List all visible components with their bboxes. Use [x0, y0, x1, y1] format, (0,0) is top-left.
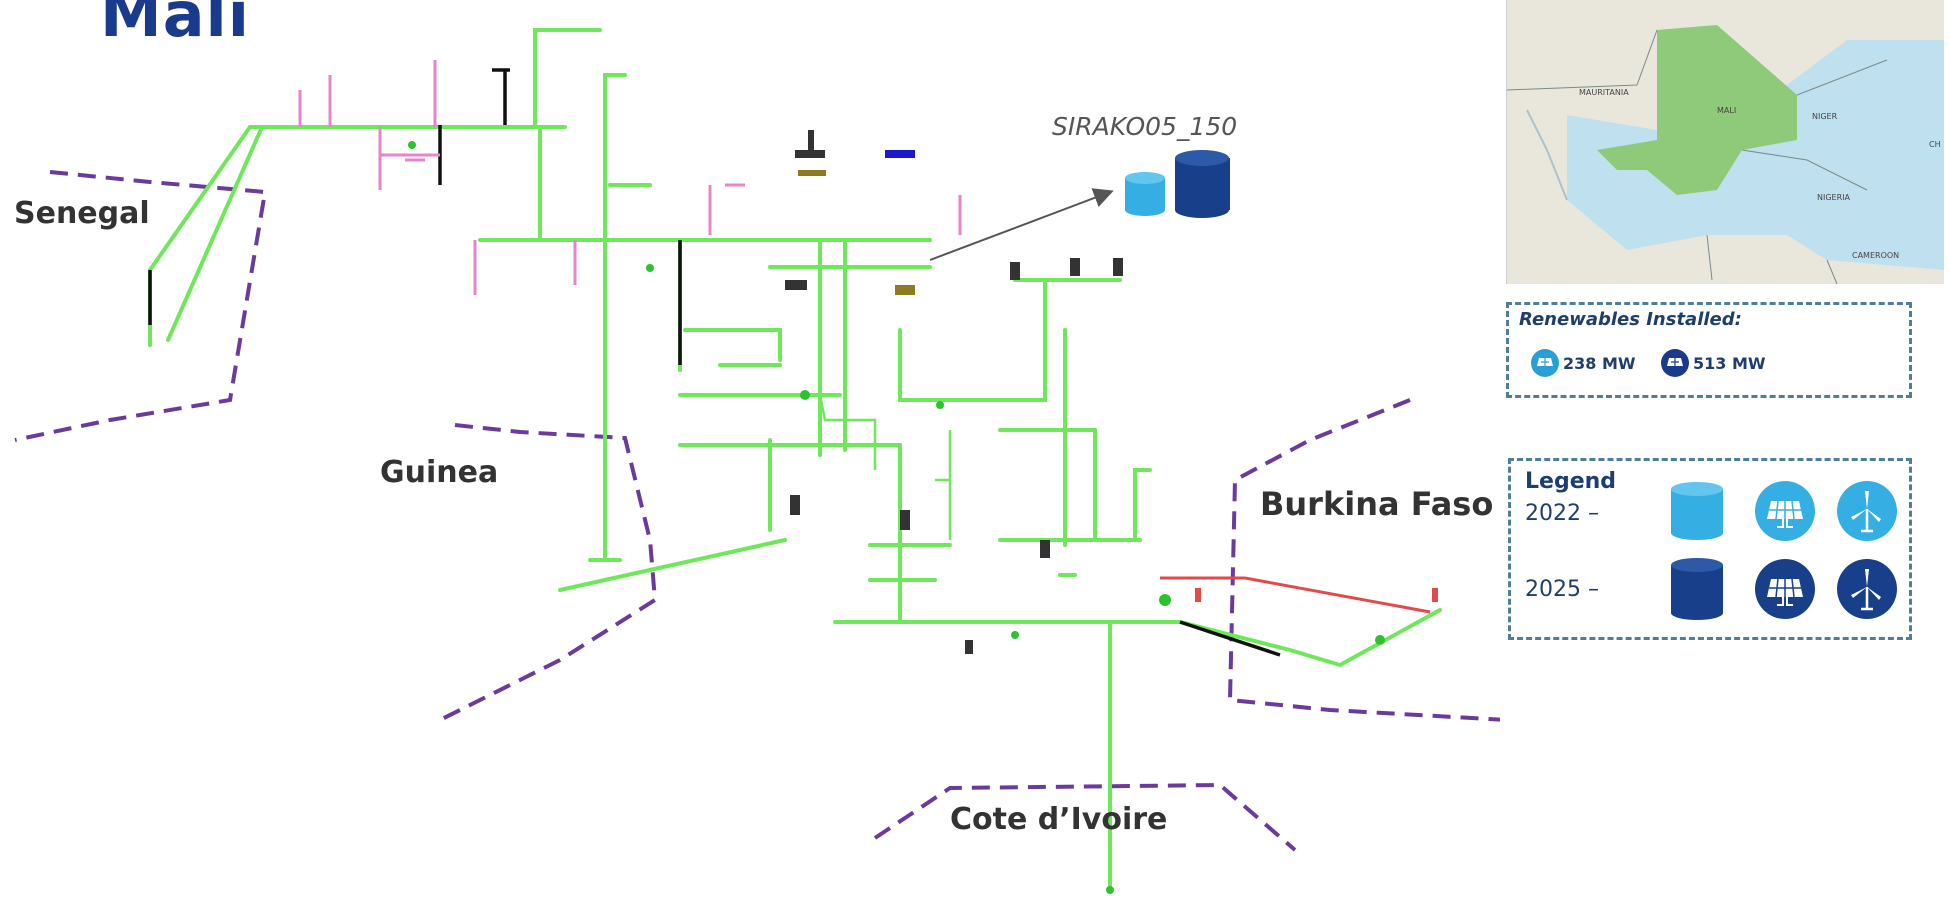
pink-generators	[298, 60, 962, 295]
map-coast	[1526, 109, 1568, 201]
sirako-storage-icons	[1125, 150, 1230, 218]
line-east	[898, 278, 1047, 402]
guinea-label: Guinea	[380, 455, 499, 490]
solar-panel-icon	[1755, 559, 1815, 619]
line-black-burkina	[1179, 620, 1281, 657]
bus-kodialani	[683, 328, 782, 362]
renewables-value-2022: 238 MW	[1563, 353, 1636, 373]
senegal-label: Senegal	[14, 196, 150, 231]
renewables-box: Renewables Installed: 238 MW 513 MW	[1506, 302, 1912, 398]
line-koutiala	[1133, 468, 1152, 542]
line-northwest	[533, 28, 602, 129]
region-west-africa	[1567, 40, 1944, 270]
storage-icon	[1175, 150, 1230, 218]
country-borders	[14, 170, 1500, 852]
storage-icon	[1125, 172, 1165, 216]
sirako-callout-label: SIRAKO05_150	[1052, 112, 1238, 141]
map-label-chad: CH	[1929, 140, 1941, 149]
page-title: Mali	[100, 0, 251, 51]
map-label-nigeria: NIGERIA	[1817, 193, 1850, 202]
generator-icons	[785, 130, 1123, 654]
map-label-mauritania: MAURITANIA	[1579, 88, 1629, 97]
line-red	[1244, 576, 1431, 614]
cote-divoire-label: Cote d’Ivoire	[950, 802, 1168, 837]
senegal-border	[14, 170, 268, 442]
legend-year-2022: 2022 –	[1525, 501, 1599, 526]
guinea-border	[439, 423, 658, 722]
solar-panel-icon	[1755, 481, 1815, 541]
wind-turbine-icon	[1837, 481, 1897, 541]
map-label-niger: NIGER	[1812, 112, 1838, 121]
map-label-mali: MALI	[1717, 106, 1737, 115]
line-burkina	[1178, 608, 1442, 668]
region-map-shapes	[1507, 0, 1944, 284]
map-borders	[1507, 29, 1888, 284]
burkina-faso-label: Burkina Faso	[1260, 485, 1494, 523]
ivoire-border	[873, 782, 1297, 852]
renewables-value-2025: 513 MW	[1693, 353, 1766, 373]
region-map: MAURITANIA MALI NIGER NIGERIA CAMEROON C…	[1506, 0, 1944, 284]
storage-icon	[1671, 558, 1723, 620]
map-label-cameroon: CAMEROON	[1852, 251, 1900, 260]
red-markers	[1195, 588, 1438, 602]
legend-box: Legend 2022 – 2025 –	[1508, 458, 1912, 640]
renewables-title: Renewables Installed:	[1519, 309, 1742, 330]
mali-shape	[1597, 25, 1797, 195]
line-north	[603, 73, 627, 129]
legend-title: Legend	[1525, 469, 1617, 494]
storage-icon	[1671, 482, 1723, 540]
node-markers	[408, 141, 1385, 894]
grid-diagram	[14, 28, 1500, 894]
line-senegal-b	[166, 125, 264, 342]
callout-arrow	[929, 188, 1114, 261]
solar-panel-icon	[1531, 349, 1559, 377]
renewables-item-2025: 513 MW	[1661, 349, 1766, 377]
line-guinea-link	[558, 538, 787, 592]
wind-turbine-icon	[1837, 559, 1897, 619]
solar-panel-icon	[1661, 349, 1689, 377]
transmission-lines	[148, 28, 1442, 892]
burkina-border	[1227, 398, 1500, 722]
line-senegal-a	[148, 125, 252, 347]
renewables-item-2022: 238 MW	[1531, 349, 1636, 377]
line-double-a	[818, 394, 877, 470]
legend-year-2025: 2025 –	[1525, 577, 1599, 602]
